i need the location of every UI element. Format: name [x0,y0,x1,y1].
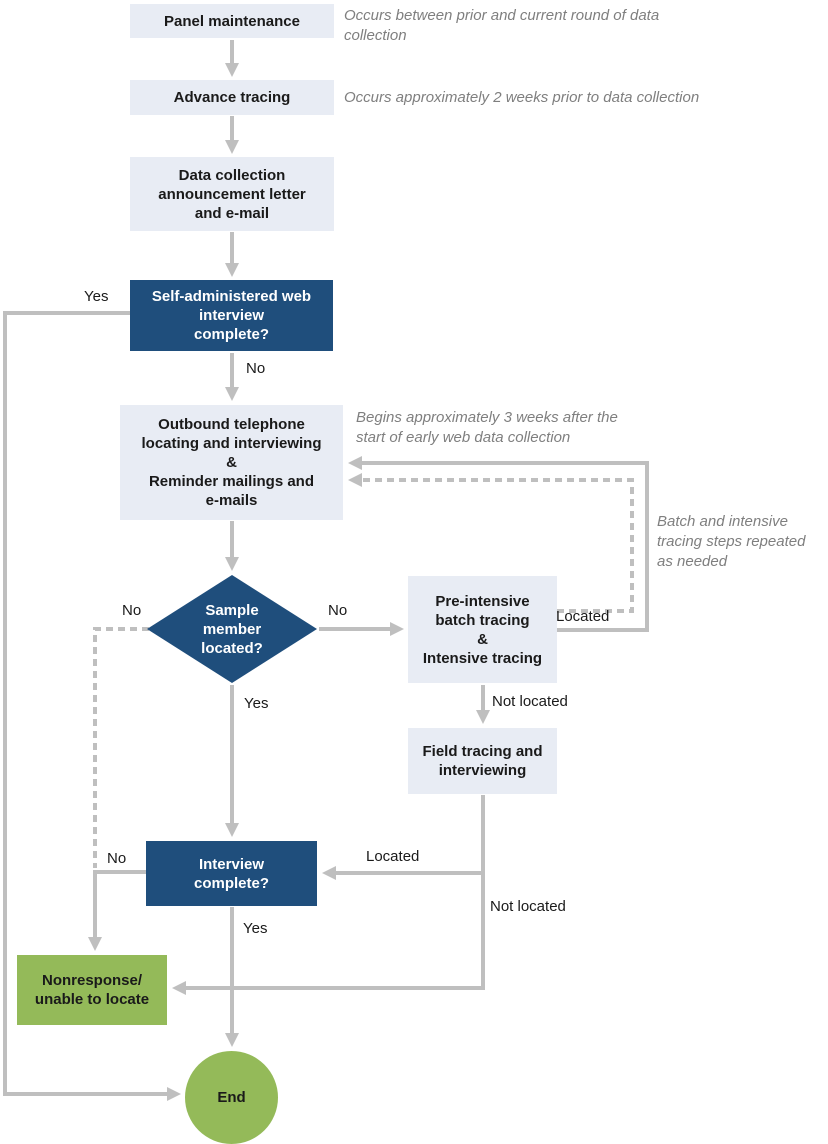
label-interview-yes: Yes [243,920,268,937]
node-interview-complete: Interview complete? [146,841,317,906]
note-outbound-timing: Begins approximately 3 weeks after the s… [356,409,618,446]
label-web-no: No [246,360,266,377]
note-tracing-loop: Batch and intensive tracing steps repeat… [657,513,806,570]
label-web-yes: Yes [84,288,109,305]
node-outbound-telephone: Outbound telephone locating and intervie… [120,405,343,520]
decision-sample-located-shape [147,575,317,683]
decision-sample-located-label: Sample member located? [201,601,263,657]
label-batch-not-located: Not located [492,693,568,710]
node-announcement-letter: Data collection announcement letter and … [130,157,334,231]
label-sample-no-right: No [328,602,348,619]
label-sample-no-left: No [122,602,142,619]
node-pre-intensive-tracing: Pre-intensive batch tracing & Intensive … [408,576,557,683]
label-field-not-located: Not located [490,898,566,915]
node-advance-tracing: Advance tracing [130,80,334,115]
note-advance-tracing: Occurs approximately 2 weeks prior to da… [344,89,700,106]
note-panel-maintenance: Occurs between prior and current round o… [344,7,660,44]
edge-tracing-repeat-loop-dashed [348,473,634,613]
edge-field-notlocated-to-nonresponse [172,795,485,995]
node-nonresponse: Nonresponse/ unable to locate [17,955,167,1025]
node-web-interview-complete: Self-administered web interview complete… [130,280,333,351]
node-end: End [185,1051,278,1144]
node-field-tracing: Field tracing and interviewing [408,728,557,794]
edge-interview-no-to-nonresponse [88,870,146,951]
label-interview-no: No [107,850,127,867]
label-sample-yes: Yes [244,695,269,712]
label-batch-located: Located [556,608,610,625]
label-field-located: Located [366,848,420,865]
edge-web-yes-to-end [3,311,181,1101]
node-panel-maintenance: Panel maintenance [130,4,334,38]
edge-batch-located-to-outbound [348,456,649,632]
edge-diamond-no-dashed-to-nonresponse [93,627,149,868]
